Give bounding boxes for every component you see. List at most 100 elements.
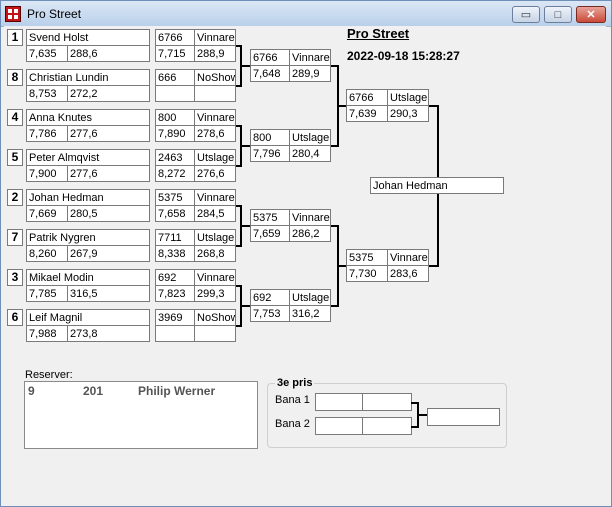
driver-name-field[interactable]: Svend Holst	[26, 29, 150, 46]
car-number-field[interactable]: 3969	[155, 309, 195, 326]
status-field[interactable]: Vinnare	[194, 109, 236, 126]
reaction-time-field[interactable]: 7,669	[26, 205, 68, 222]
reaction-time-field[interactable]: 7,785	[26, 285, 68, 302]
speed-field[interactable]: 299,3	[194, 285, 236, 302]
speed-field[interactable]: 273,8	[67, 325, 150, 342]
bracket-connector	[236, 45, 242, 47]
winner-name-field[interactable]: Johan Hedman	[370, 177, 504, 194]
reaction-time-field[interactable]: 8,753	[26, 85, 68, 102]
speed-field[interactable]: 268,8	[194, 245, 236, 262]
elapsed-time-field[interactable]: 7,890	[155, 125, 195, 142]
car-number-field[interactable]: 6766	[155, 29, 195, 46]
speed-field[interactable]: 316,5	[67, 285, 150, 302]
elapsed-time-field[interactable]: 7,753	[250, 305, 290, 322]
car-number-field[interactable]: 800	[155, 109, 195, 126]
lane1-car-field[interactable]	[315, 393, 363, 411]
elapsed-time-field[interactable]: 7,715	[155, 45, 195, 62]
status-field[interactable]: Vinnare	[387, 249, 429, 266]
bracket-connector	[240, 145, 250, 147]
app-icon[interactable]	[5, 6, 21, 22]
elapsed-time-field[interactable]: 8,272	[155, 165, 195, 182]
elapsed-time-field[interactable]	[155, 85, 195, 102]
status-field[interactable]: Vinnare	[289, 209, 331, 226]
lane2-car-field[interactable]	[315, 417, 363, 435]
driver-name-field[interactable]: Christian Lundin	[26, 69, 150, 86]
car-number-field[interactable]: 2463	[155, 149, 195, 166]
speed-field[interactable]	[194, 325, 236, 342]
elapsed-time-field[interactable]: 7,730	[346, 265, 388, 282]
speed-field[interactable]: 272,2	[67, 85, 150, 102]
elapsed-time-field[interactable]: 7,796	[250, 145, 290, 162]
bracket-connector	[411, 426, 418, 428]
status-field[interactable]: NoShow	[194, 309, 236, 326]
driver-name-field[interactable]: Anna Knutes	[26, 109, 150, 126]
speed-field[interactable]: 288,6	[67, 45, 150, 62]
car-number-field[interactable]: 692	[155, 269, 195, 286]
elapsed-time-field[interactable]: 8,338	[155, 245, 195, 262]
lane2-label: Bana 2	[275, 418, 310, 430]
driver-name-field[interactable]: Johan Hedman	[26, 189, 150, 206]
reaction-time-field[interactable]: 7,988	[26, 325, 68, 342]
status-field[interactable]: Utslagen	[194, 229, 236, 246]
speed-field[interactable]: 286,2	[289, 225, 331, 242]
status-field[interactable]: Vinnare	[194, 29, 236, 46]
status-field[interactable]: Utslagen	[194, 149, 236, 166]
speed-field[interactable]: 284,5	[194, 205, 236, 222]
status-field[interactable]: Vinnare	[289, 49, 331, 66]
car-number-field[interactable]: 7711	[155, 229, 195, 246]
car-number-field[interactable]: 5375	[346, 249, 388, 266]
speed-field[interactable]	[194, 85, 236, 102]
speed-field[interactable]: 316,2	[289, 305, 331, 322]
status-field[interactable]: Utslagen	[289, 129, 331, 146]
car-number-field[interactable]: 800	[250, 129, 290, 146]
car-number-field[interactable]: 6766	[346, 89, 388, 106]
close-button[interactable]: ✕	[576, 6, 606, 23]
bracket-connector	[411, 402, 418, 404]
bracket-connector	[240, 65, 250, 67]
elapsed-time-field[interactable]: 7,658	[155, 205, 195, 222]
elapsed-time-field[interactable]: 7,648	[250, 65, 290, 82]
driver-name-field[interactable]: Peter Almqvist	[26, 149, 150, 166]
reaction-time-field[interactable]: 7,900	[26, 165, 68, 182]
speed-field[interactable]: 288,9	[194, 45, 236, 62]
maximize-button[interactable]: □	[544, 6, 572, 23]
car-number-field[interactable]: 6766	[250, 49, 290, 66]
lane1-status-field[interactable]	[362, 393, 412, 411]
lane2-status-field[interactable]	[362, 417, 412, 435]
elapsed-time-field[interactable]: 7,659	[250, 225, 290, 242]
car-number-field[interactable]: 5375	[250, 209, 290, 226]
driver-name-field[interactable]: Leif Magnil	[26, 309, 150, 326]
car-number-field[interactable]: 692	[250, 289, 290, 306]
reaction-time-field[interactable]: 8,260	[26, 245, 68, 262]
speed-field[interactable]: 280,4	[289, 145, 331, 162]
driver-name-field[interactable]: Mikael Modin	[26, 269, 150, 286]
elapsed-time-field[interactable]: 7,639	[346, 105, 388, 122]
minimize-button[interactable]: ▭	[512, 6, 540, 23]
elapsed-time-field[interactable]	[155, 325, 195, 342]
speed-field[interactable]: 276,6	[194, 165, 236, 182]
car-number-field[interactable]: 5375	[155, 189, 195, 206]
third-place-winner-field[interactable]	[427, 408, 500, 426]
status-field[interactable]: NoShow	[194, 69, 236, 86]
speed-field[interactable]: 277,6	[67, 165, 150, 182]
status-field[interactable]: Utslagen	[289, 289, 331, 306]
title-bar[interactable]: Pro Street ▭ □ ✕	[1, 1, 611, 27]
speed-field[interactable]: 289,9	[289, 65, 331, 82]
lane1-label: Bana 1	[275, 394, 310, 406]
status-field[interactable]: Utslagen	[387, 89, 429, 106]
speed-field[interactable]: 280,5	[67, 205, 150, 222]
driver-name-field[interactable]: Patrik Nygren	[26, 229, 150, 246]
reaction-time-field[interactable]: 7,786	[26, 125, 68, 142]
speed-field[interactable]: 278,6	[194, 125, 236, 142]
status-field[interactable]: Vinnare	[194, 189, 236, 206]
elapsed-time-field[interactable]: 7,823	[155, 285, 195, 302]
status-field[interactable]: Vinnare	[194, 269, 236, 286]
car-number-field[interactable]: 666	[155, 69, 195, 86]
speed-field[interactable]: 277,6	[67, 125, 150, 142]
speed-field[interactable]: 267,9	[67, 245, 150, 262]
event-datetime: 2022-09-18 15:28:27	[347, 49, 460, 63]
speed-field[interactable]: 290,3	[387, 105, 429, 122]
reaction-time-field[interactable]: 7,635	[26, 45, 68, 62]
speed-field[interactable]: 283,6	[387, 265, 429, 282]
